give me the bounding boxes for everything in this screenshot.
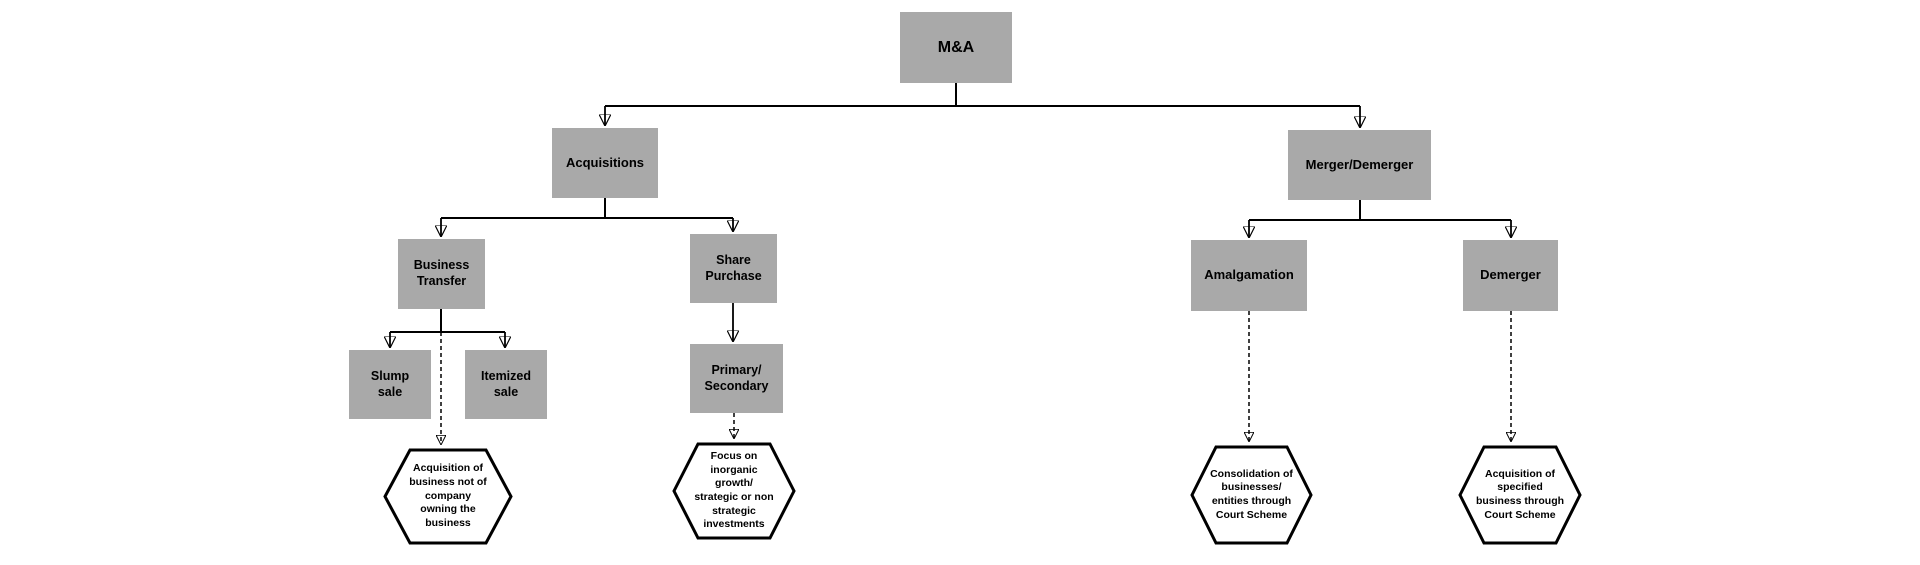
node-primary-secondary: Primary/ Secondary <box>690 344 783 413</box>
node-merger-demerger: Merger/Demerger <box>1288 130 1431 200</box>
hexagon-shape <box>672 442 796 540</box>
connector-trunks <box>390 83 1511 333</box>
node-ma: M&A <box>900 12 1012 83</box>
node-slump-sale: Slump sale <box>349 350 431 419</box>
node-demerger: Demerger <box>1463 240 1558 311</box>
callout-primary-secondary: Focus on inorganic growth/ strategic or … <box>672 442 796 540</box>
hexagon-shape <box>1190 445 1313 545</box>
callout-demerger-text: Acquisition of specified business throug… <box>1475 467 1565 521</box>
callout-business-transfer: Acquisition of business not of company o… <box>383 448 513 545</box>
callout-business-transfer-text: Acquisition of business not of company o… <box>409 462 487 529</box>
callout-primary-secondary-text: Focus on inorganic growth/ strategic or … <box>694 450 774 531</box>
connector-arrows-solid <box>390 106 1511 347</box>
callout-amalgamation-text: Consolidation of businesses/ entities th… <box>1210 467 1293 521</box>
node-acquisitions: Acquisitions <box>552 128 658 198</box>
hexagon-shape <box>1458 445 1582 545</box>
hexagon-shape <box>383 448 513 545</box>
connector-arrows-dashed <box>441 311 1511 444</box>
node-itemized-sale: Itemized sale <box>465 350 547 419</box>
node-business-transfer: Business Transfer <box>398 239 485 309</box>
callout-amalgamation: Consolidation of businesses/ entities th… <box>1190 445 1313 545</box>
callout-demerger: Acquisition of specified business throug… <box>1458 445 1582 545</box>
node-share-purchase: Share Purchase <box>690 234 777 303</box>
node-amalgamation: Amalgamation <box>1191 240 1307 311</box>
